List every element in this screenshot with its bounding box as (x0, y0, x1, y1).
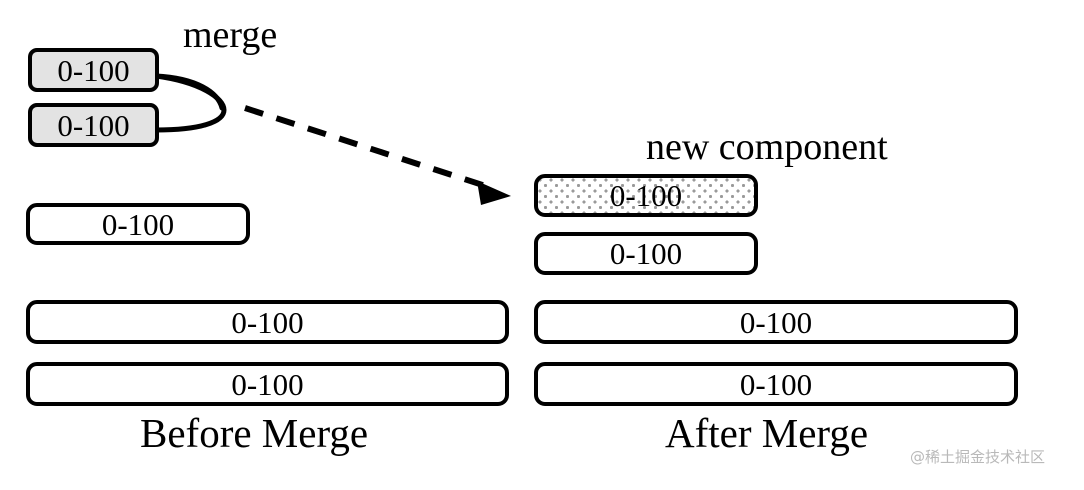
watermark-text: @稀土掘金技术社区 (910, 448, 1046, 466)
after-merge-caption: After Merge (665, 410, 869, 456)
before-source-box-top[interactable]: 0-100 (28, 48, 159, 92)
after-wide-box-1[interactable]: 0-100 (534, 300, 1018, 344)
box-value: 0-100 (609, 236, 683, 271)
box-value: 0-100 (231, 366, 304, 402)
before-wide-box-1[interactable]: 0-100 (26, 300, 509, 344)
after-wide-box-2[interactable]: 0-100 (534, 362, 1018, 406)
box-value: 0-100 (57, 107, 130, 143)
after-medium-box[interactable]: 0-100 (534, 232, 758, 275)
box-value: 0-100 (101, 206, 175, 242)
new-component-annotation-label: new component (646, 126, 888, 168)
after-new-component-box[interactable]: 0-100 (534, 174, 758, 217)
merge-arrow-head (477, 181, 511, 205)
before-source-box-bottom[interactable]: 0-100 (28, 103, 159, 147)
merge-annotation-label: merge (183, 14, 278, 56)
merge-lens-curve-upper (153, 73, 225, 111)
before-wide-box-2[interactable]: 0-100 (26, 362, 509, 406)
box-value: 0-100 (609, 178, 683, 213)
merge-arrow-line (244, 105, 496, 192)
box-value: 0-100 (231, 304, 304, 340)
box-value: 0-100 (57, 52, 130, 88)
box-value: 0-100 (739, 304, 813, 340)
merge-lens-curve (153, 73, 227, 133)
box-value: 0-100 (739, 366, 813, 402)
before-medium-box[interactable]: 0-100 (26, 203, 250, 245)
before-merge-caption: Before Merge (140, 410, 369, 456)
